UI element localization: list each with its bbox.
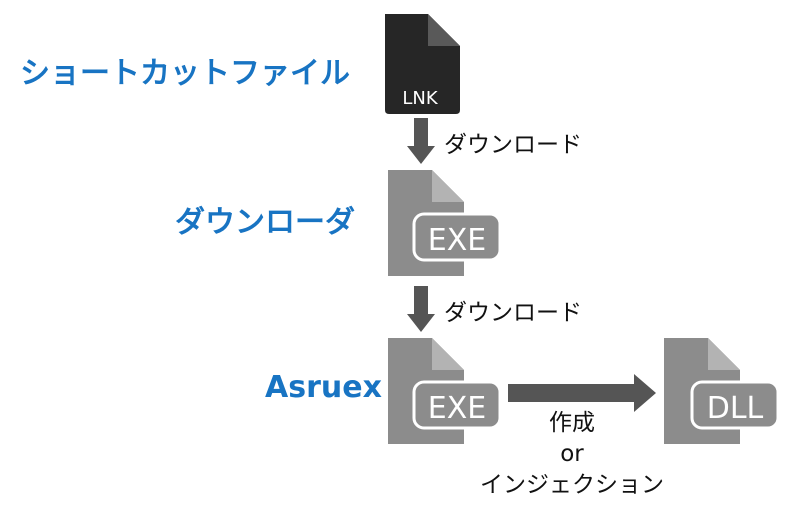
exe-file-icon-asruex: EXE [388, 338, 502, 444]
lnk-file-label: LNK [402, 88, 438, 109]
exe-file-label-1: EXE [428, 223, 486, 258]
exe-file-label-2: EXE [428, 391, 486, 426]
downloader-label: ダウンローダ [175, 205, 355, 240]
inject-label: インジェクション [480, 472, 664, 498]
dll-file-icon: DLL [664, 338, 780, 444]
shortcut-file-label: ショートカットファイル [20, 56, 350, 91]
create-or-inject-label: 作成 or インジェクション [462, 408, 682, 501]
download-label-1: ダウンロード [444, 132, 582, 158]
download-label-2: ダウンロード [444, 300, 582, 326]
dll-file-label: DLL [707, 391, 764, 426]
asruex-label: Asruex [265, 370, 382, 405]
create-inject-arrow [508, 374, 656, 412]
download-arrow-1 [407, 118, 435, 164]
lnk-file-icon: LNK [385, 14, 460, 114]
download-arrow-2 [407, 286, 435, 332]
or-label: or [560, 441, 584, 467]
create-label: 作成 [549, 410, 595, 436]
exe-file-icon-downloader: EXE [388, 170, 502, 276]
